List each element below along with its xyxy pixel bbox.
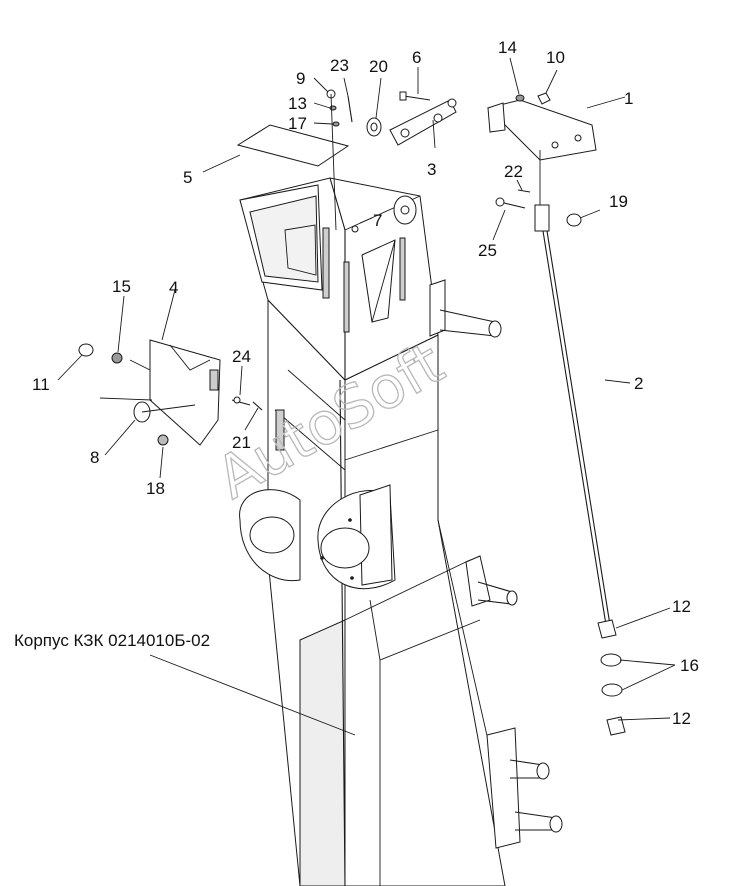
washer-18-part <box>157 434 169 446</box>
callout-12-lower: 12 <box>672 709 691 728</box>
callout-24: 24 <box>232 347 251 366</box>
callout-19: 19 <box>609 192 628 211</box>
callout-2: 2 <box>634 374 643 393</box>
washer-16-a-part <box>600 653 622 667</box>
nut-10-part <box>537 92 551 105</box>
callout-14: 14 <box>498 38 517 57</box>
callout-21: 21 <box>232 433 251 452</box>
callout-3: 3 <box>427 160 436 179</box>
nut-11-part <box>78 343 94 357</box>
callout-17: 17 <box>288 114 307 133</box>
washer-16-b-part <box>601 683 623 697</box>
callout-5: 5 <box>183 168 192 187</box>
washer-14-part <box>515 94 525 102</box>
callout-1: 1 <box>624 89 633 108</box>
callout-9: 9 <box>296 69 305 88</box>
callout-16: 16 <box>680 656 699 675</box>
callout-4: 4 <box>169 278 178 297</box>
callout-10: 10 <box>546 48 565 67</box>
guard-plate-4-part <box>149 339 221 446</box>
plate-3-part <box>389 99 457 146</box>
callout-12-upper: 12 <box>672 597 691 616</box>
callout-labels: 1 2 3 4 5 6 7 8 9 10 11 12 12 13 14 15 1… <box>32 38 699 728</box>
cover-plate-part <box>236 124 350 167</box>
callout-25: 25 <box>478 241 497 260</box>
bolt-9-group <box>326 89 359 233</box>
pin-23-part <box>347 95 353 123</box>
bracket-1-part <box>487 99 597 161</box>
callout-7: 7 <box>373 211 382 230</box>
washer-19-part <box>566 213 582 227</box>
callout-22: 22 <box>504 162 523 181</box>
callout-13: 13 <box>288 94 307 113</box>
pin-21-part <box>252 401 263 411</box>
housing-body <box>239 177 563 886</box>
assembly-caption: Корпус КЗК 0214010Б-02 <box>14 631 210 650</box>
callout-11: 11 <box>32 375 50 394</box>
callout-6: 6 <box>412 48 421 67</box>
nut-12-upper-part <box>597 619 617 639</box>
callout-23: 23 <box>330 56 349 75</box>
washer-15-part <box>111 352 123 364</box>
bolt-6-part <box>403 95 431 101</box>
callout-20: 20 <box>369 57 388 76</box>
pin-22-part <box>517 189 531 193</box>
callout-8: 8 <box>90 448 99 467</box>
nut-12-lower-part <box>606 716 626 736</box>
callout-15: 15 <box>112 277 131 296</box>
rod-2-part <box>534 150 611 626</box>
callout-18: 18 <box>146 479 165 498</box>
leader-lines <box>57 57 676 736</box>
